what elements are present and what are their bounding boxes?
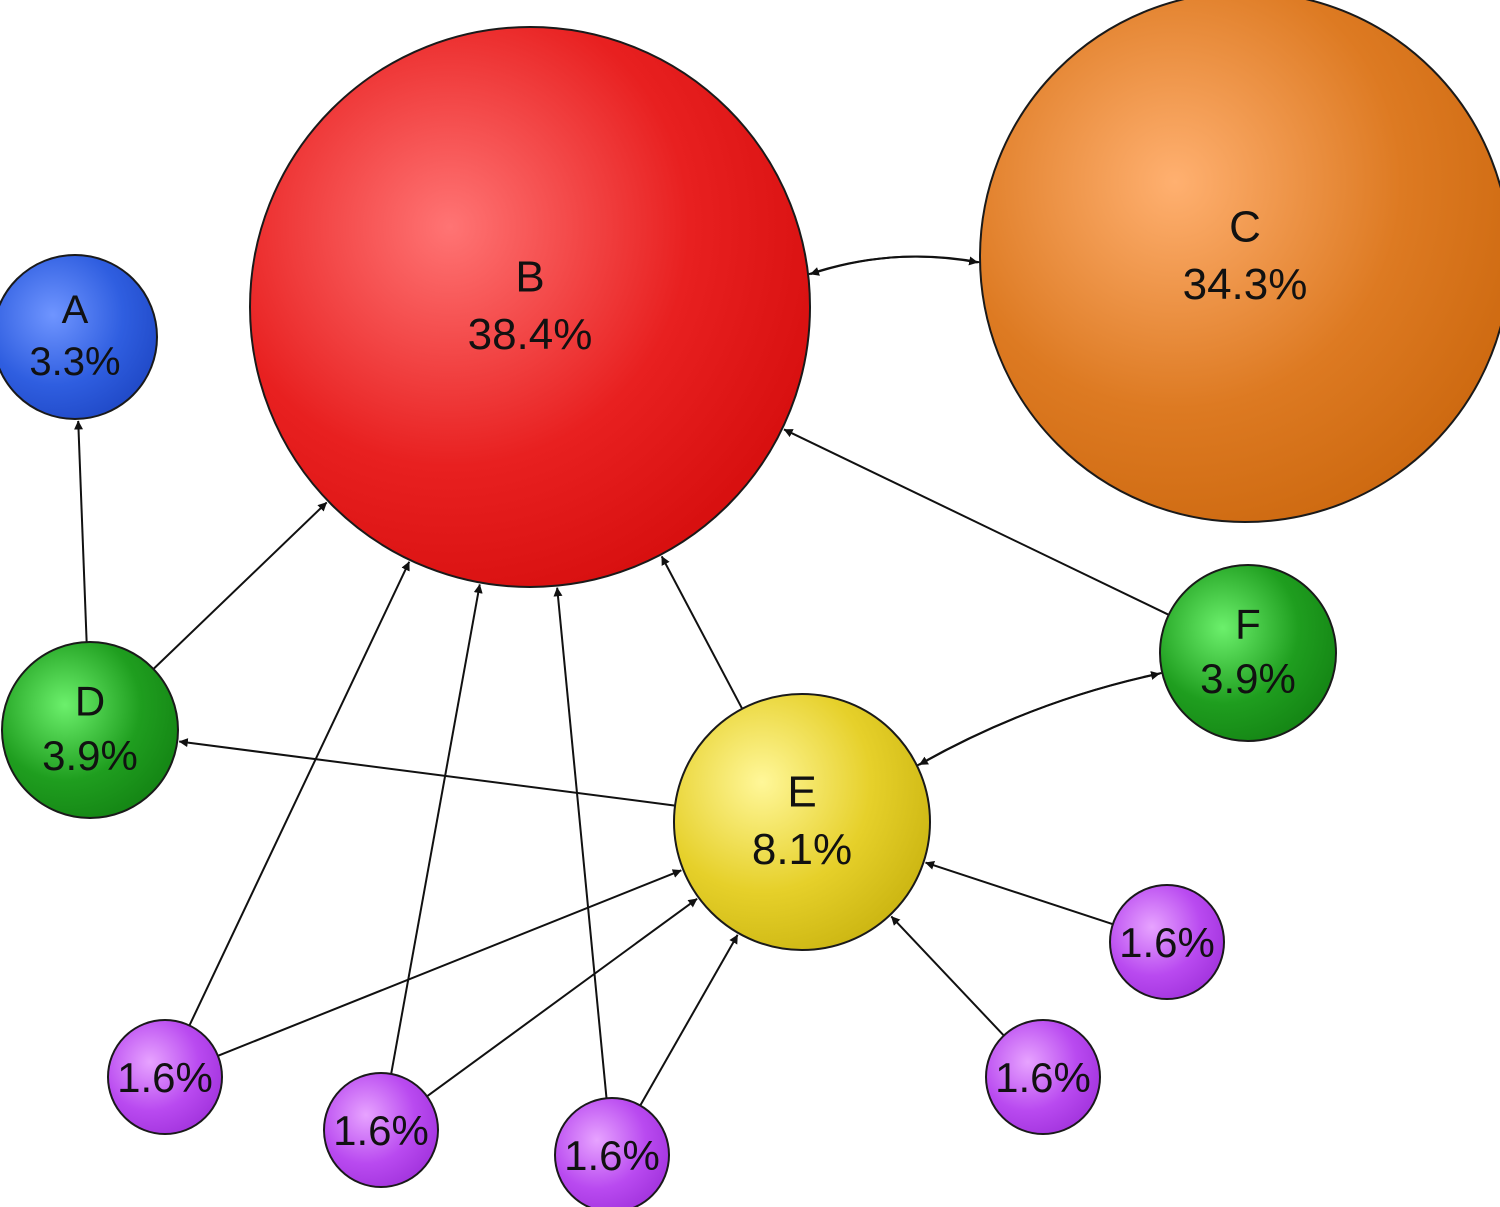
node-label: C (1229, 203, 1261, 252)
node-value: 1.6% (333, 1107, 429, 1154)
node-circle (1159, 564, 1337, 742)
edge-p4-to-e (890, 915, 1005, 1037)
edge-p3-to-e (639, 934, 739, 1106)
node-p2: 1.6% (323, 1072, 439, 1188)
node-label: F (1235, 600, 1261, 647)
node-circle (673, 693, 931, 951)
node-circle (979, 0, 1500, 523)
edge-c-to-b (809, 255, 980, 276)
node-label: E (787, 768, 816, 817)
node-value: 34.3% (1183, 260, 1308, 309)
edge-p3-to-b (553, 587, 608, 1099)
node-circle (1109, 884, 1225, 1000)
node-p1: 1.6% (107, 1019, 223, 1135)
node-circle (554, 1097, 670, 1207)
node-circle (323, 1072, 439, 1188)
edge-p2-to-e (426, 897, 698, 1098)
edge-p1-to-b (188, 561, 411, 1026)
node-circle (107, 1019, 223, 1135)
node-circle (0, 254, 158, 420)
node-p5: 1.6% (1109, 884, 1225, 1000)
edges (74, 255, 1170, 1106)
node-circle (1, 641, 179, 819)
edge-f-to-b (783, 428, 1170, 616)
node-f: F 3.9% (1159, 564, 1337, 742)
node-d: D 3.9% (1, 641, 179, 819)
edge-e-to-d (178, 738, 676, 807)
edge-e-to-b (660, 555, 744, 710)
node-value: 3.9% (1200, 655, 1296, 702)
node-e: E 8.1% (673, 693, 931, 951)
node-label: A (62, 288, 89, 332)
node-label: D (75, 677, 105, 724)
node-circle (985, 1019, 1101, 1135)
edge-p5-to-e (925, 860, 1114, 926)
node-value: 1.6% (995, 1054, 1091, 1101)
node-p4: 1.6% (985, 1019, 1101, 1135)
node-value: 3.9% (42, 732, 138, 779)
node-c: C 34.3% (979, 0, 1500, 523)
node-label: B (515, 253, 544, 302)
node-a: A 3.3% (0, 254, 158, 420)
node-value: 1.6% (1119, 919, 1215, 966)
edge-p1-to-e (217, 869, 682, 1057)
node-p3: 1.6% (554, 1097, 670, 1207)
node-value: 8.1% (752, 825, 852, 874)
node-circle (249, 26, 811, 588)
node-value: 38.4% (468, 310, 593, 359)
node-value: 3.3% (29, 340, 120, 384)
edge-d-to-a (74, 420, 88, 643)
edge-d-to-b (152, 501, 328, 670)
node-value: 1.6% (564, 1132, 660, 1179)
edge-p2-to-b (390, 584, 483, 1075)
node-b: B 38.4% (249, 26, 811, 588)
edge-f-to-e (918, 671, 1162, 766)
node-value: 1.6% (117, 1054, 213, 1101)
edge-e-to-f (916, 671, 1161, 767)
